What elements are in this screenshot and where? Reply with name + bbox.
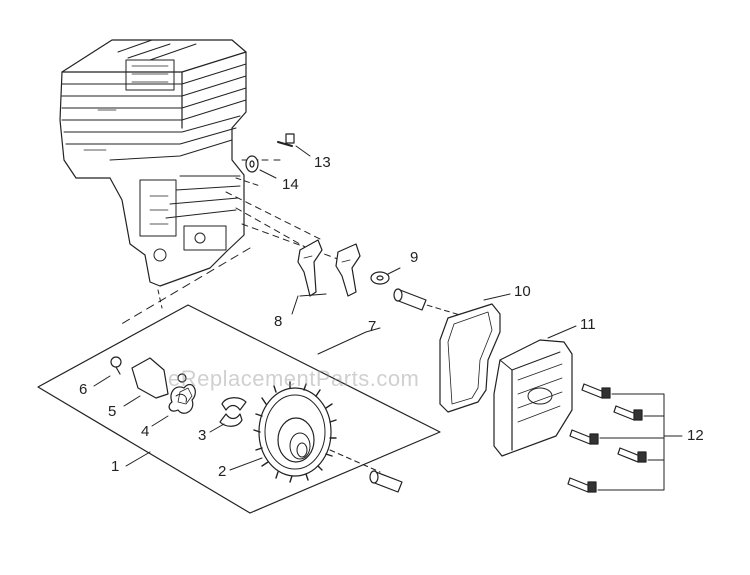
- pin-lower: [369, 470, 403, 493]
- callout-8: 8: [274, 313, 283, 330]
- spring-part-4: [168, 373, 196, 414]
- watermark: eReplacementParts.com: [168, 366, 420, 391]
- callout-3: 3: [198, 427, 207, 444]
- washer-part-9: [370, 271, 390, 285]
- callout-2: 2: [218, 463, 227, 480]
- callout-12: 12: [687, 427, 704, 444]
- gasket-part-10: [439, 303, 501, 413]
- callout-13: 13: [314, 154, 331, 171]
- lever-part-8: [297, 239, 361, 297]
- bolt-bracket: [597, 393, 683, 491]
- plate-part-5: [131, 357, 169, 399]
- gear-drum-part-2: [253, 381, 337, 483]
- clutch-shoe-part-3: [219, 397, 247, 427]
- cover-part-11: [493, 339, 573, 457]
- bolt-part-12: [567, 383, 647, 493]
- screw-part-13: [277, 133, 295, 147]
- callout-6: 6: [79, 381, 88, 398]
- callout-5: 5: [108, 403, 117, 420]
- callout-4: 4: [141, 423, 150, 440]
- callout-leaders: [93, 145, 577, 471]
- pin-part-7: [393, 288, 427, 311]
- engine-cylinder: [59, 39, 247, 287]
- callout-14: 14: [282, 176, 299, 193]
- washer-part-14: [245, 155, 259, 173]
- callout-1: 1: [111, 458, 120, 475]
- callout-9: 9: [410, 249, 419, 266]
- callout-10: 10: [514, 283, 531, 300]
- callout-11: 11: [580, 316, 596, 333]
- callout-7: 7: [368, 318, 377, 335]
- kit-outline: [37, 304, 441, 514]
- screw-part-6: [110, 356, 122, 375]
